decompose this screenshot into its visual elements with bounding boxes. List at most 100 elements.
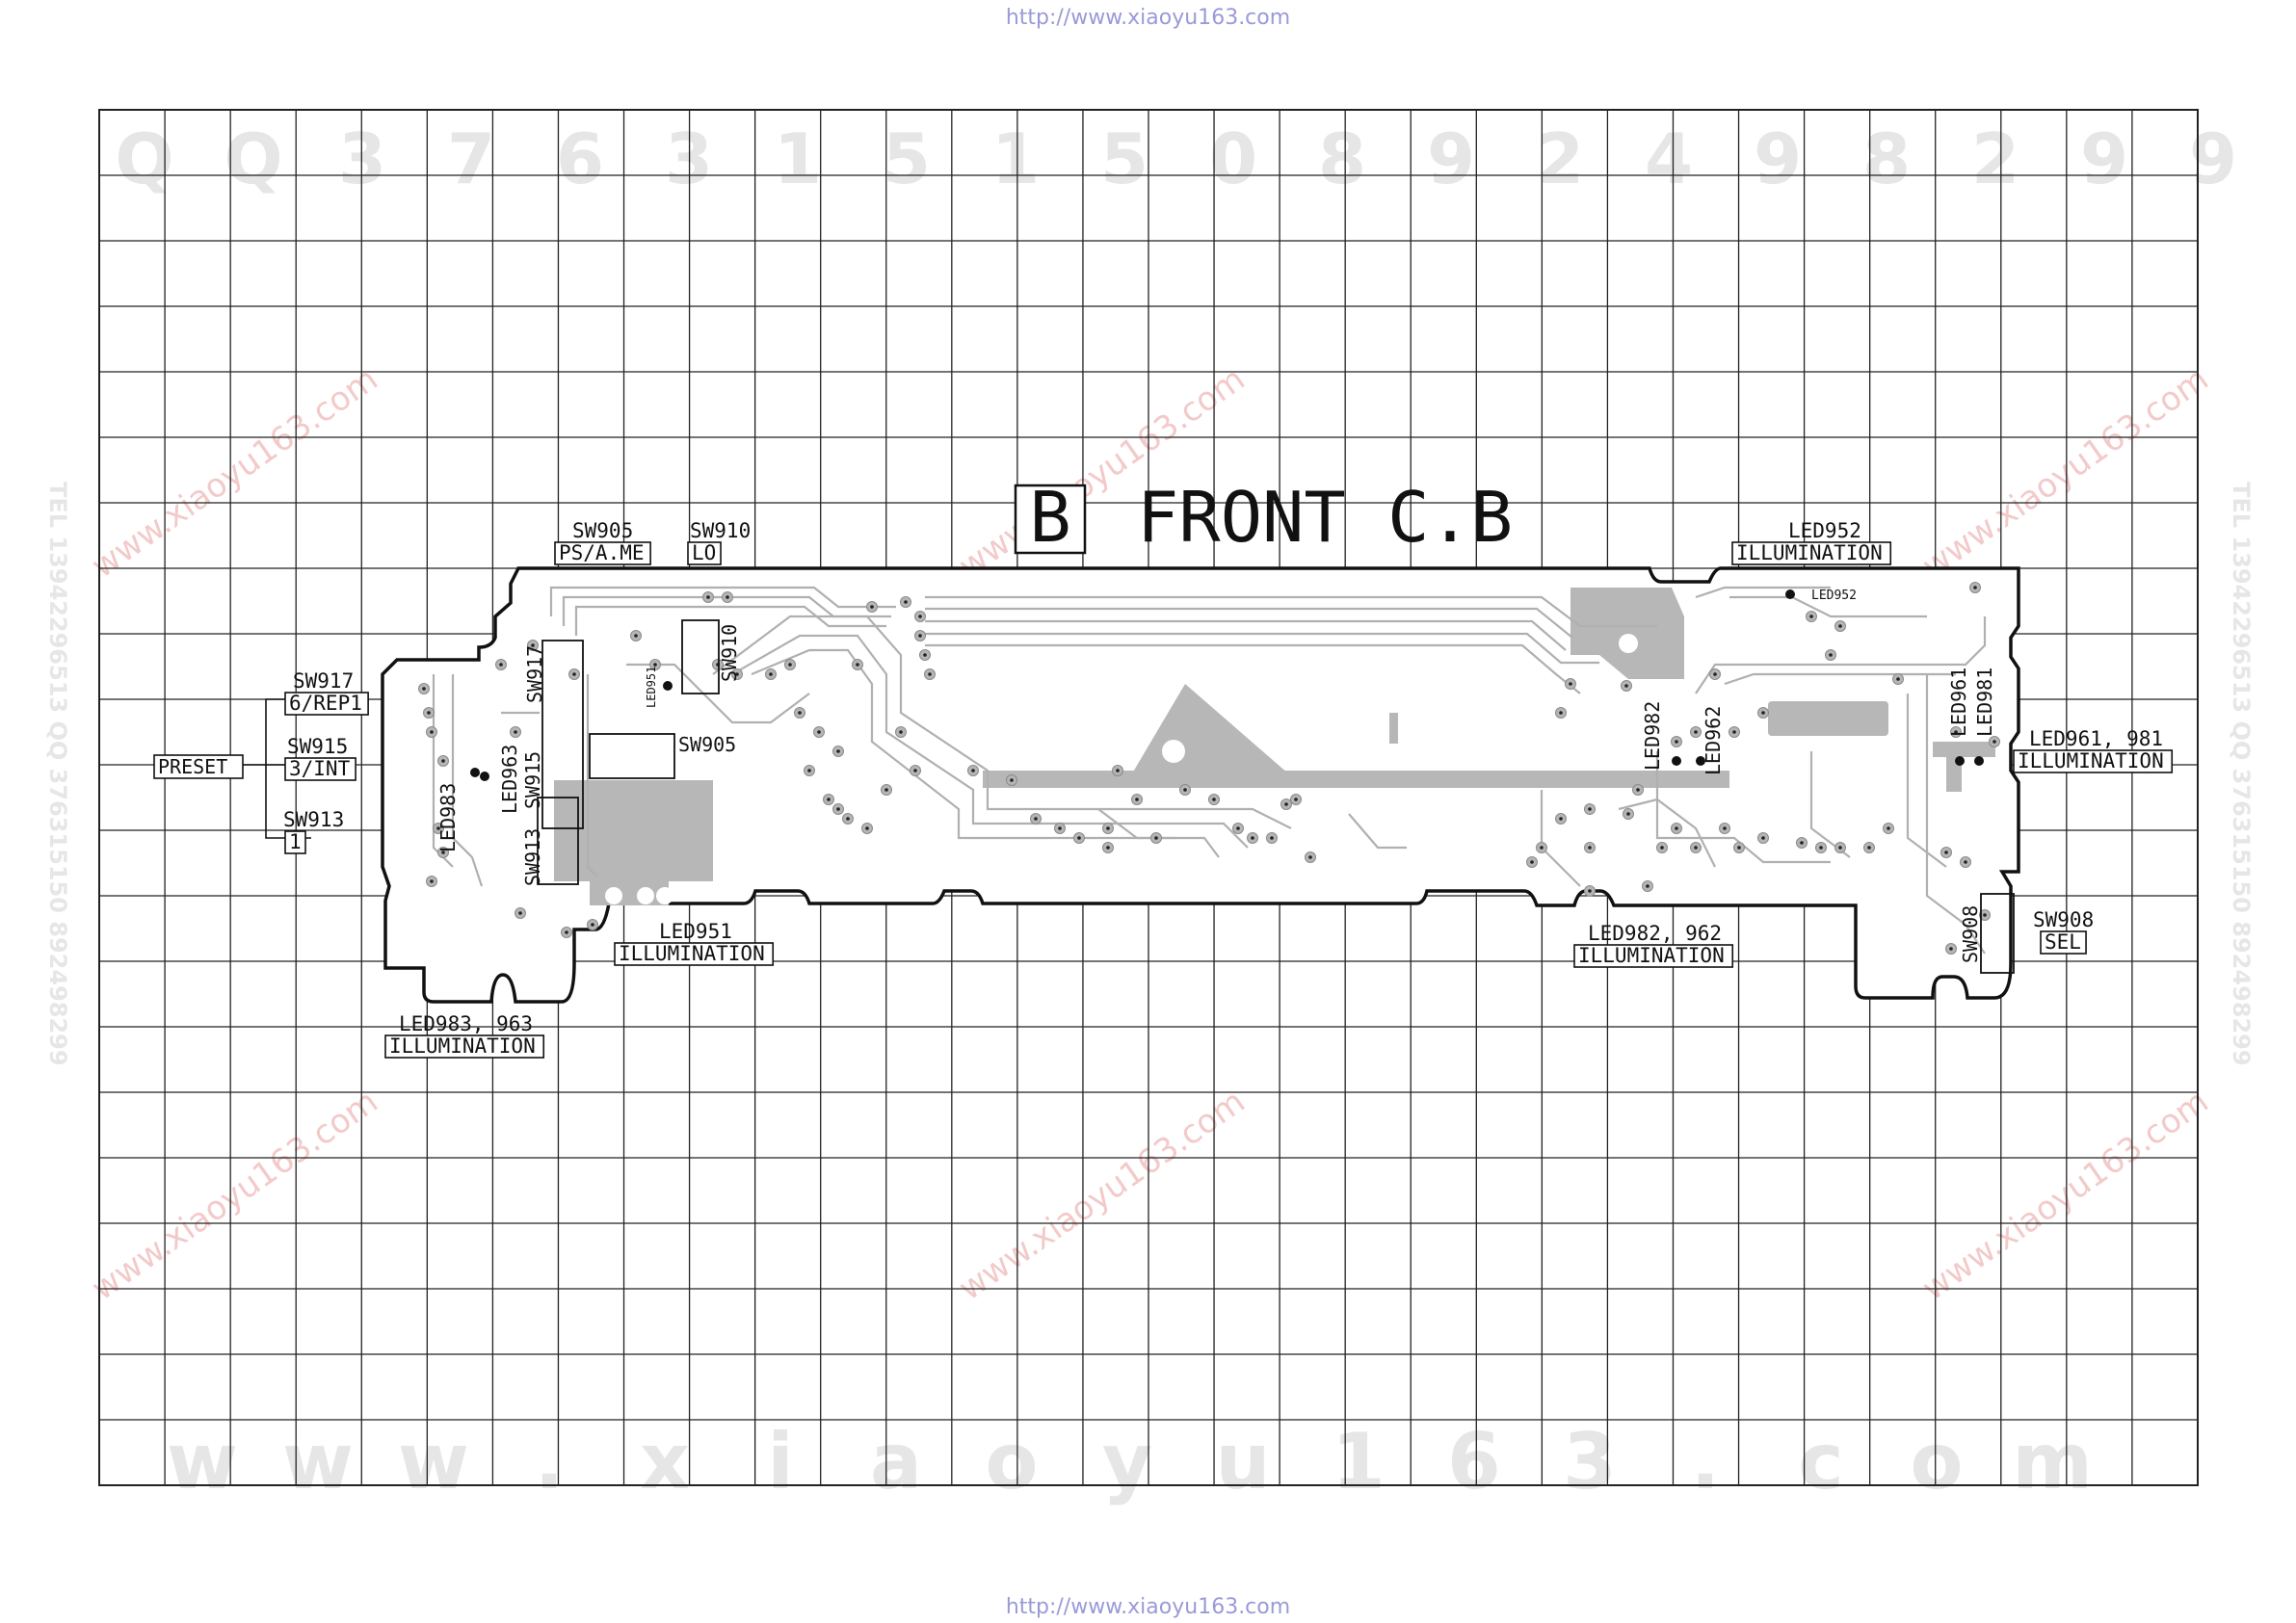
pad (1719, 823, 1730, 834)
pad (1671, 736, 1682, 747)
led951-callout-ref: LED951 (659, 920, 732, 943)
pad (924, 668, 936, 680)
pad (568, 668, 580, 680)
pad (832, 746, 844, 757)
label-led952: LED952 (1811, 589, 1857, 603)
pad (1690, 726, 1702, 738)
led-markers (470, 589, 1984, 781)
trace (1906, 694, 1947, 868)
pad (1290, 794, 1302, 805)
pad (423, 707, 435, 719)
watermark-char: 5 (883, 118, 931, 199)
label-sw913: SW913 (521, 828, 544, 886)
pad (722, 591, 733, 603)
pad (1131, 794, 1143, 805)
label-led951: LED951 (645, 667, 658, 708)
pad (900, 596, 911, 608)
switch-footprints (537, 619, 2015, 974)
copper-traces (432, 586, 1987, 955)
trace (925, 595, 1657, 628)
label-led981: LED981 (1973, 668, 1996, 737)
watermark-char: 1 (991, 118, 1040, 199)
pad (861, 823, 873, 834)
watermark-char: 0 (1209, 118, 1257, 199)
pad (1232, 823, 1244, 834)
watermark-char: 2 (1536, 118, 1584, 199)
watermark-char: 9 (1427, 118, 1475, 199)
pad (437, 847, 449, 858)
watermark-char: 9 (2189, 118, 2237, 199)
pad (1073, 832, 1085, 844)
pad (1179, 784, 1191, 796)
trace (731, 634, 1249, 849)
pad (426, 726, 437, 738)
pad (527, 640, 539, 651)
pad (823, 794, 834, 805)
pad (1280, 798, 1292, 810)
pad (561, 927, 572, 938)
led951-callout-func: ILLUMINATION (619, 942, 765, 965)
led952-callout-ref: LED952 (1788, 519, 1861, 542)
trace (925, 619, 1567, 651)
sw908-callout-func: SEL (2045, 930, 2081, 954)
pad (1815, 842, 1827, 853)
label-led962: LED962 (1702, 706, 1725, 775)
pad (1642, 880, 1653, 892)
trace (1348, 813, 1407, 850)
sw917-callout-func: 6/REP1 (289, 692, 362, 715)
label-sw908: SW908 (1959, 905, 1982, 963)
label-sw910: SW910 (718, 624, 741, 682)
pad (1671, 823, 1682, 834)
pad (731, 668, 743, 680)
pad (1796, 837, 1808, 849)
pad (1690, 842, 1702, 853)
watermark-char: w (167, 1417, 238, 1506)
board-title: FRONT C.B (1137, 477, 1513, 558)
footer-url[interactable]: http://www.xiaoyu163.com (1005, 1595, 1291, 1619)
watermark-char: u (1216, 1417, 1271, 1506)
watermark-char: 4 (1645, 118, 1693, 199)
pad (804, 765, 815, 776)
pad (702, 591, 714, 603)
sw908-callout-ref: SW908 (2033, 908, 2094, 931)
pad (1621, 680, 1632, 692)
component-pads (418, 582, 2000, 955)
title-letter-box (1014, 484, 1087, 555)
pad (1208, 794, 1220, 805)
sw913-callout-ref: SW913 (283, 808, 344, 831)
ground-pours (554, 588, 1995, 905)
pad (433, 823, 444, 834)
trace (574, 605, 886, 636)
pad (1584, 885, 1596, 897)
pad (852, 659, 863, 670)
pad (649, 659, 661, 670)
pad (1623, 808, 1634, 820)
led961-981-callout-ref: LED961, 981 (2029, 727, 2163, 750)
pad (1806, 611, 1817, 622)
watermark-char: w (282, 1417, 354, 1506)
led982-962-callout-func: ILLUMINATION (1578, 944, 1725, 967)
pad (794, 707, 805, 719)
watermark-char: . (535, 1417, 564, 1506)
watermark-char: 3 (338, 118, 386, 199)
pad (587, 919, 598, 930)
watermark-char: i (767, 1417, 793, 1506)
header-url[interactable]: http://www.xiaoyu163.com (1005, 6, 1291, 30)
watermark-char: 7 (447, 118, 495, 199)
pad (1536, 842, 1547, 853)
watermark-char: 9 (1754, 118, 1802, 199)
pad (1709, 668, 1721, 680)
trace (586, 674, 598, 877)
pad (1834, 842, 1846, 853)
sw915-callout-func: 3/INT (289, 757, 351, 780)
trace (549, 586, 896, 616)
pad (881, 784, 892, 796)
